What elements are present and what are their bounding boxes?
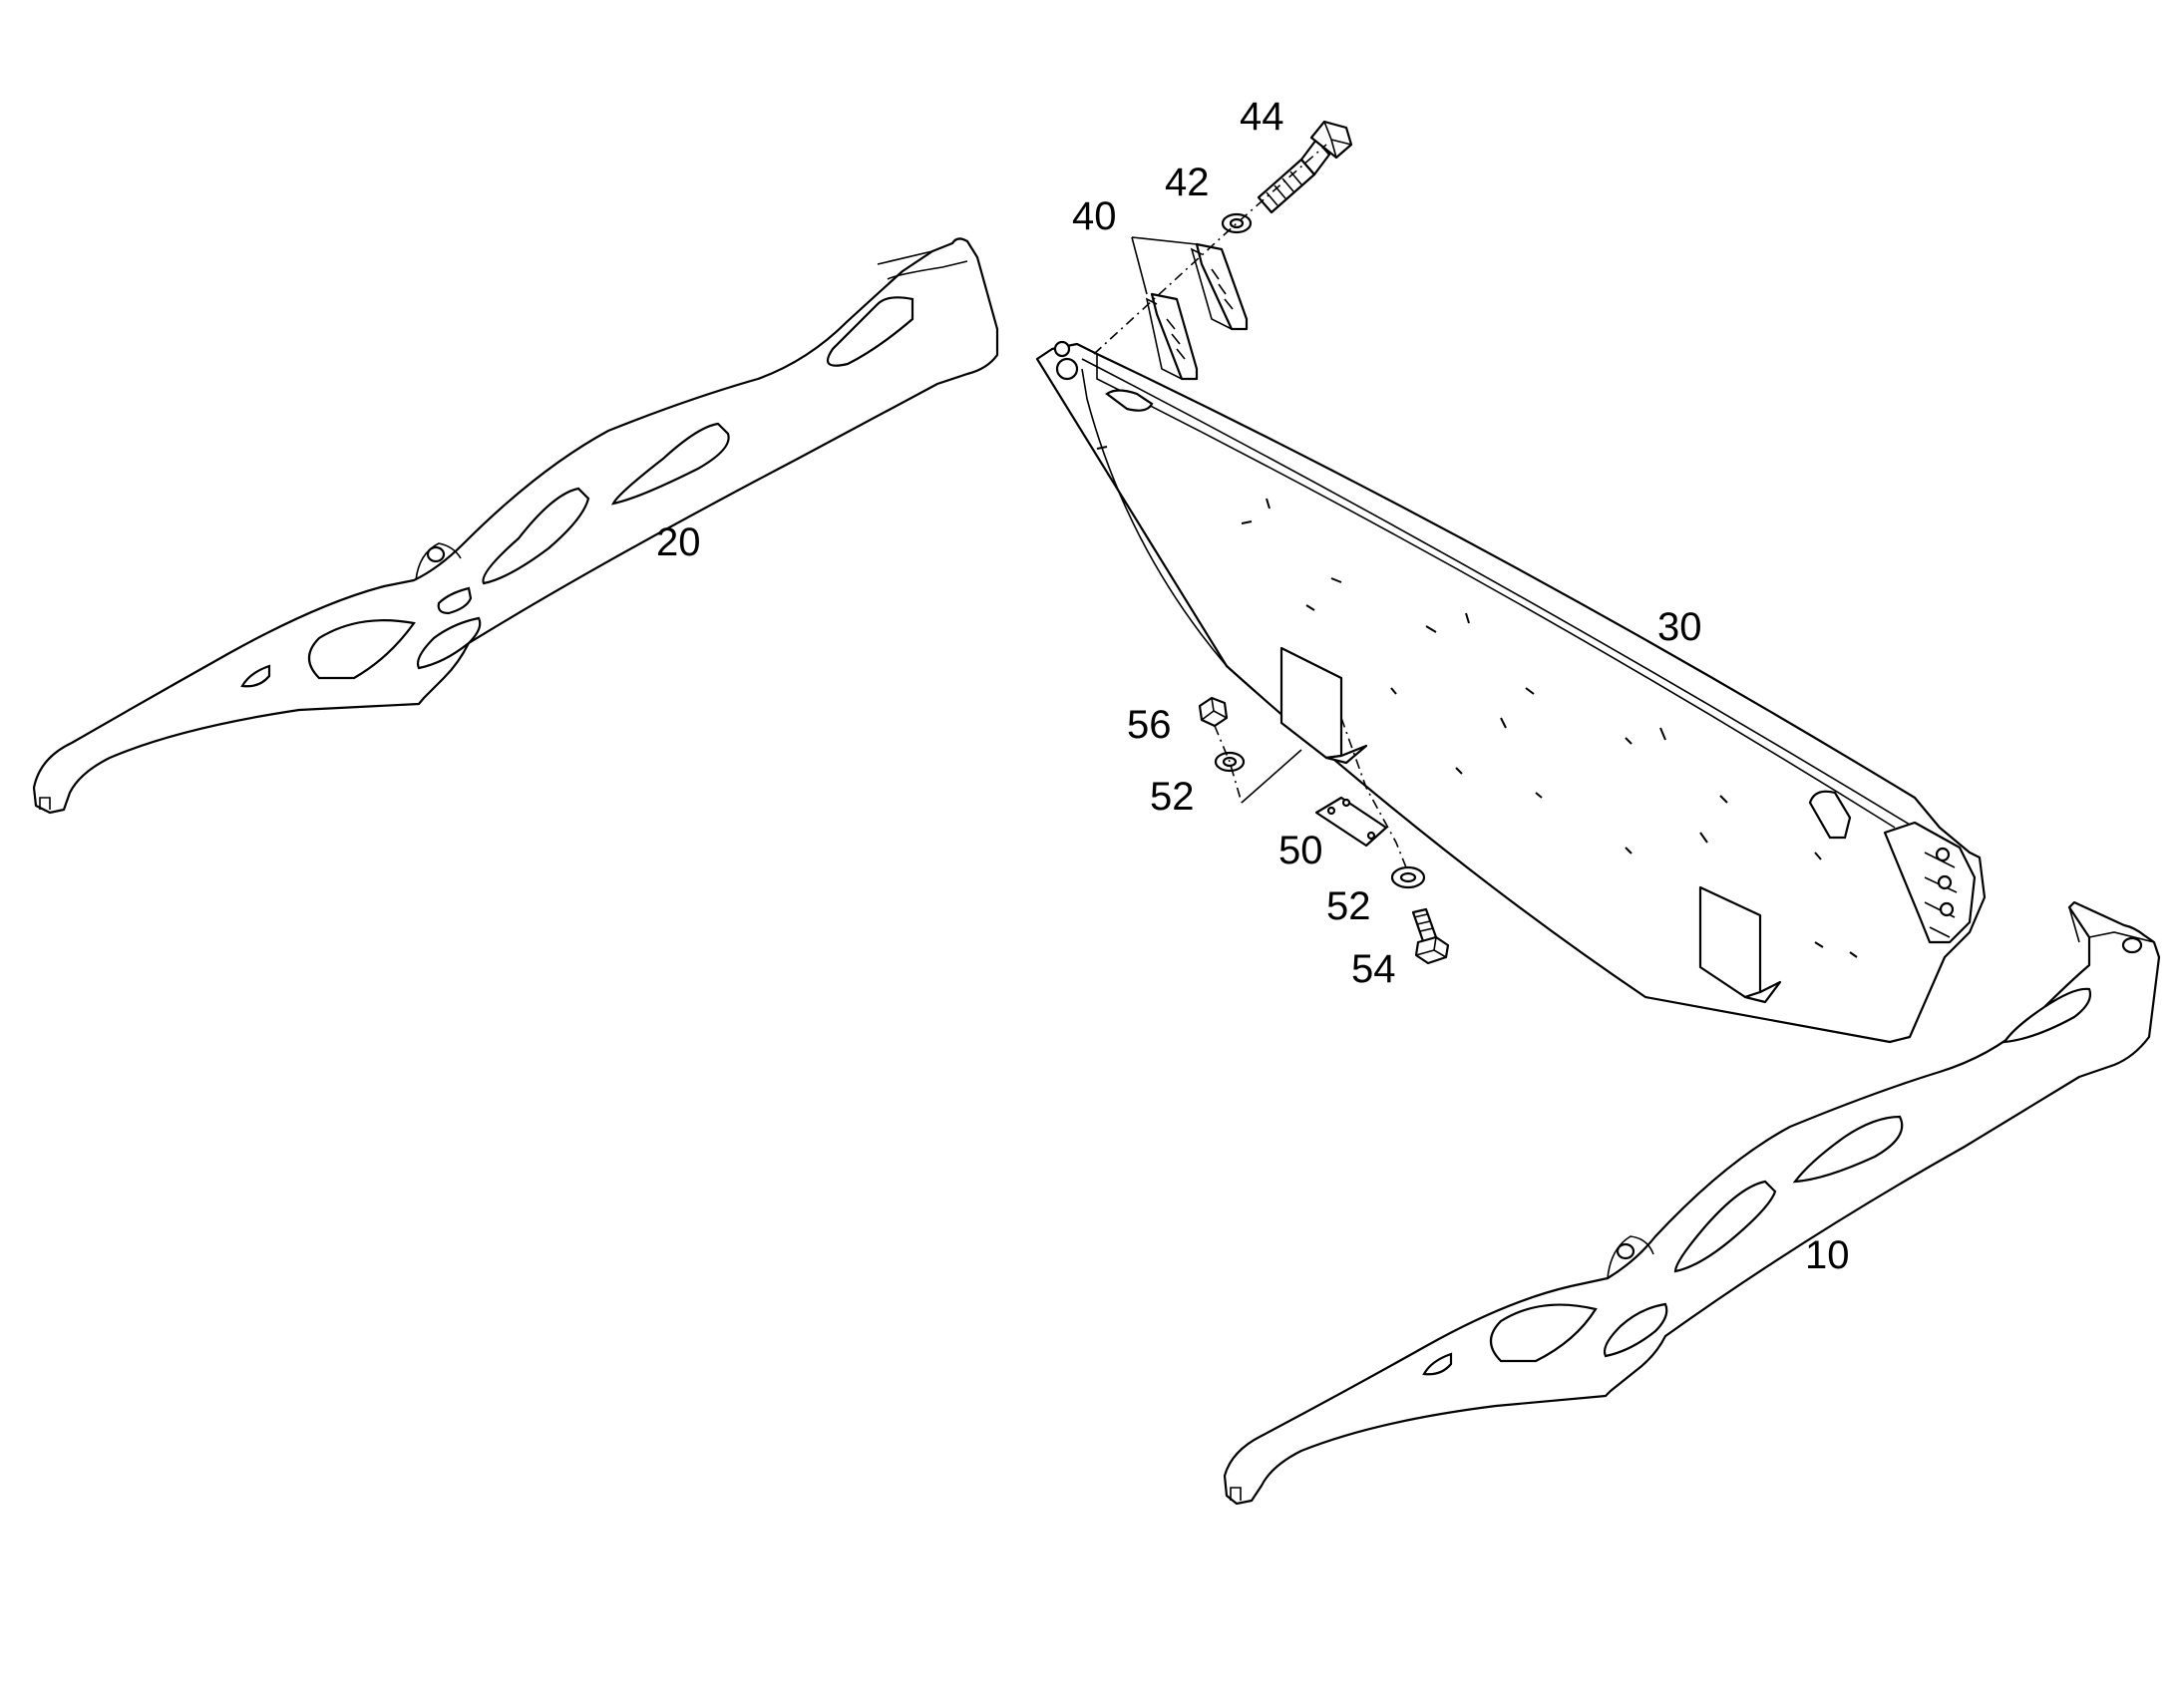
callout-42: 42 (1165, 161, 1210, 204)
callout-44: 44 (1240, 95, 1284, 139)
bolt-bottom-part (1411, 907, 1450, 965)
washer-top-part (1221, 212, 1253, 234)
shim-plates-part (1131, 236, 1249, 381)
cross-beam-part (1035, 340, 1987, 1044)
right-arm-part (1223, 900, 2161, 1506)
axis-line-plate (1340, 717, 1407, 868)
callout-52-upper: 52 (1150, 775, 1195, 819)
nut-part (1198, 696, 1229, 728)
callout-40: 40 (1072, 194, 1117, 238)
washer-lower-part (1390, 865, 1426, 889)
callout-50: 50 (1278, 829, 1323, 872)
axis-line-top (1093, 144, 1327, 355)
callout-30: 30 (1657, 605, 1702, 649)
callout-56: 56 (1127, 703, 1172, 747)
leader-nut (1241, 749, 1302, 804)
axis-line-nut (1214, 725, 1243, 804)
callout-10: 10 (1805, 1233, 1850, 1277)
plate-small-part (1314, 796, 1388, 848)
callout-54: 54 (1351, 947, 1396, 991)
left-arm-part (32, 237, 999, 815)
callout-20: 20 (656, 520, 701, 564)
callout-52-lower: 52 (1326, 884, 1371, 928)
bolt-top-part (1257, 120, 1353, 214)
